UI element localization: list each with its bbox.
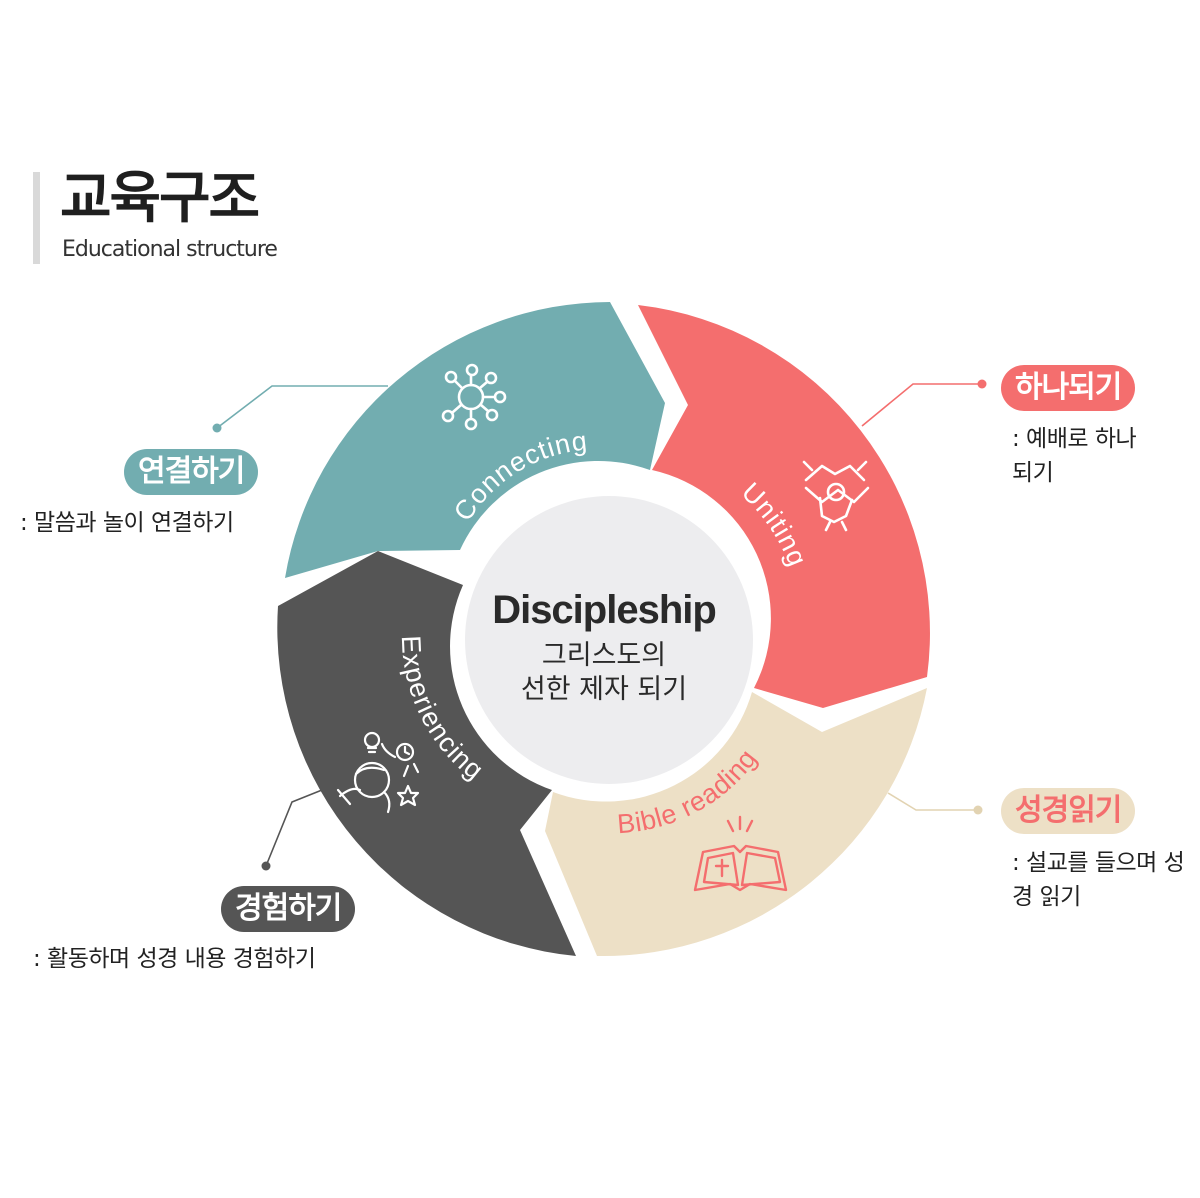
- leader-line-experiencing: [265, 789, 323, 867]
- leader-line-uniting: [861, 383, 982, 427]
- pill-bible-reading: 성경읽기: [1001, 788, 1136, 834]
- description-experiencing: : 활동하며 성경 내용 경험하기: [33, 946, 316, 972]
- leader-line-bible: [887, 792, 978, 811]
- leader-dot-bible: [973, 805, 983, 815]
- description-uniting: : 예배로 하나 되기: [1012, 426, 1137, 486]
- pill-uniting: 하나되기: [1001, 365, 1136, 411]
- segment-connecting: [285, 302, 665, 578]
- segment-bible: [545, 688, 927, 957]
- center-title: Discipleship: [492, 588, 716, 632]
- page-title: 교육구조: [60, 166, 260, 231]
- network-icon: [441, 363, 507, 431]
- leader-line-connecting: [216, 385, 388, 429]
- open-bible-icon: [693, 815, 788, 892]
- leader-dot-experiencing: [261, 861, 271, 871]
- center-line1: 그리스도의: [542, 640, 666, 671]
- thinking-person-icon: [336, 731, 420, 814]
- description-bible-reading: : 설교를 들으며 성경 읽기: [1012, 850, 1185, 910]
- center-line2: 선한 제자 되기: [521, 674, 687, 705]
- page-subtitle: Educational structure: [62, 237, 278, 262]
- pill-experiencing: 경험하기: [221, 886, 356, 932]
- segment-experiencing: [277, 551, 576, 956]
- leader-dot-connecting: [212, 423, 222, 433]
- segment-uniting: [638, 305, 930, 708]
- joined-hands-icon: [802, 460, 870, 532]
- leader-dot-uniting: [977, 379, 987, 389]
- description-connecting: : 말씀과 놀이 연결하기: [20, 510, 234, 536]
- pill-connecting: 연결하기: [124, 449, 259, 495]
- center-disc: [465, 496, 753, 784]
- title-accent-bar: [33, 172, 40, 264]
